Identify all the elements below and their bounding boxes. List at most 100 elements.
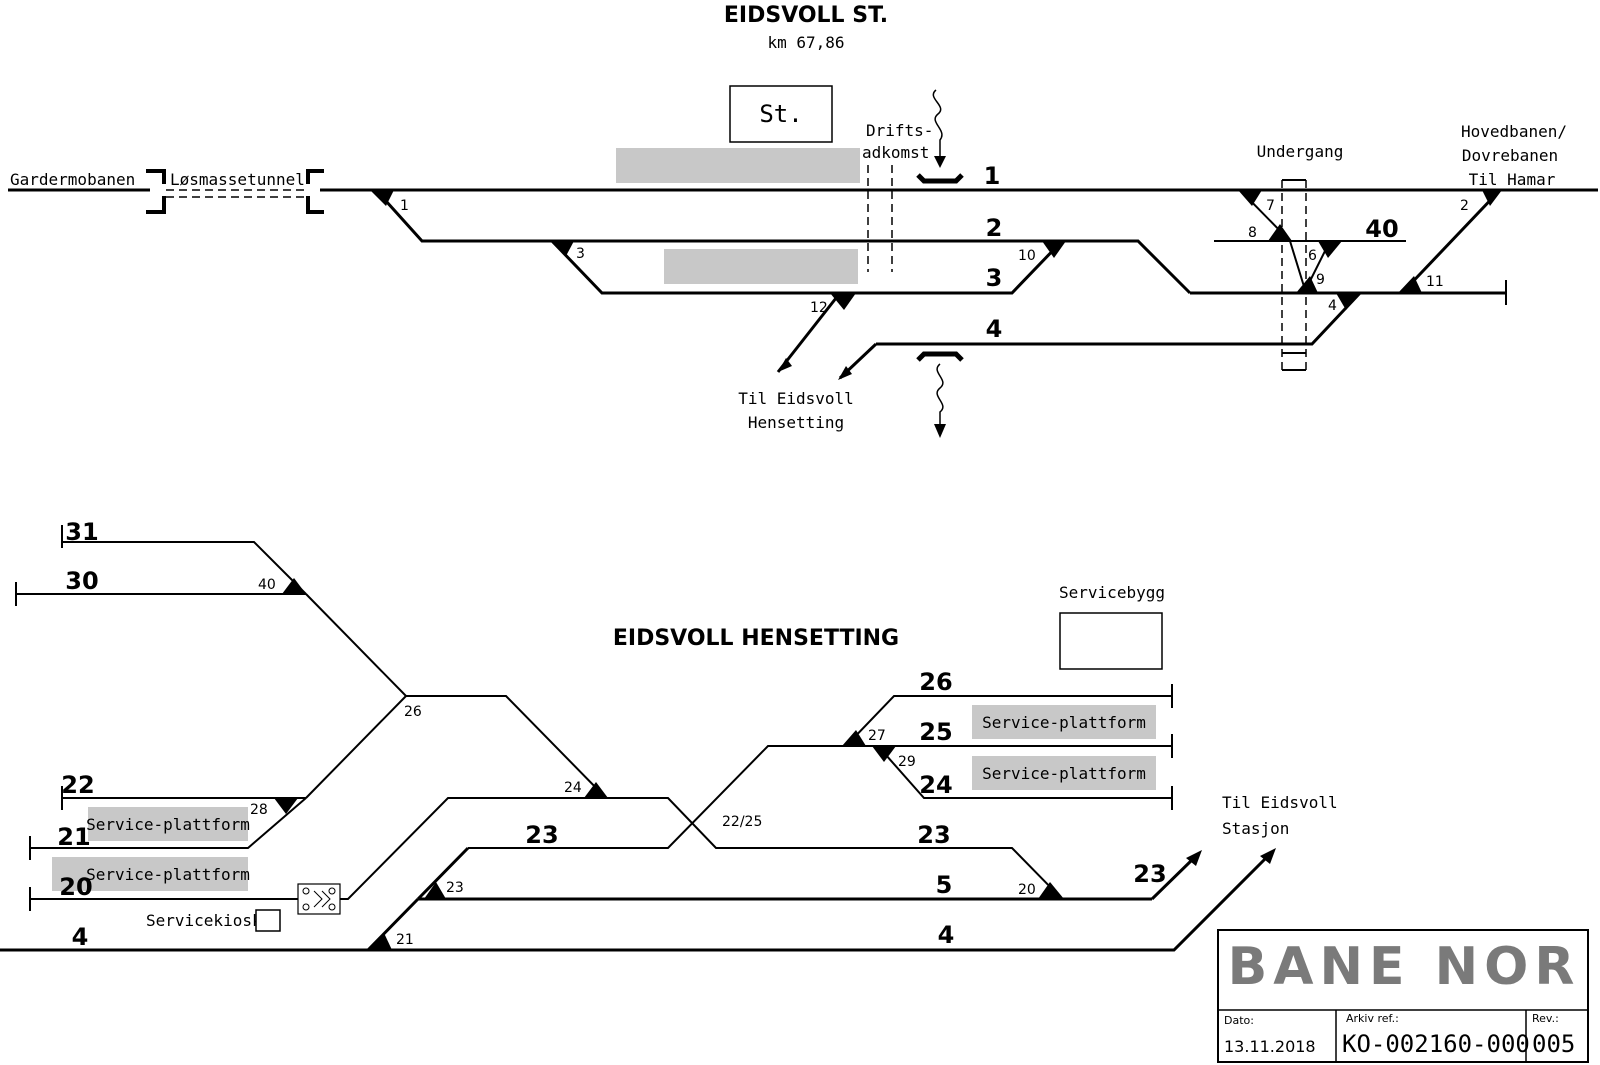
access-bridge-north (916, 173, 964, 184)
switch-12-marker (830, 293, 856, 310)
switch-21: 21 (396, 932, 414, 948)
platform-tracks-2-3 (664, 249, 858, 284)
track-no-25: 25 (919, 718, 952, 746)
access-path-north (932, 89, 943, 162)
switch-2-marker (1482, 190, 1502, 206)
archive-value: KO-002160-000 (1342, 1030, 1530, 1058)
switch-1: 1 (400, 198, 409, 214)
rev-label: Rev.: (1532, 1012, 1559, 1025)
track-21 (30, 797, 307, 849)
track-no-22: 22 (61, 771, 94, 799)
track-no-23-mid: 23 (917, 821, 950, 849)
track-26-lead (305, 695, 407, 799)
track-no-3: 3 (986, 264, 1003, 292)
track-hamar-connector (1400, 188, 1502, 295)
service-platform-label-1: Service-plattform (982, 713, 1146, 732)
track-no-4: 4 (986, 315, 1003, 343)
service-platform-25-26 (972, 705, 1156, 739)
track-no-24: 24 (919, 771, 952, 799)
track-30-lead (305, 593, 607, 799)
service-building (1059, 612, 1163, 670)
switch-4-marker (1336, 293, 1360, 310)
hamar-label: Til Hamar (1469, 170, 1556, 189)
station-km: km 67,86 (767, 33, 844, 52)
station-title: EIDSVOLL ST. (724, 3, 888, 28)
switch-22-25: 22/25 (722, 814, 762, 830)
to-depot-line-a (776, 292, 842, 373)
switch-40-marker (282, 578, 306, 594)
switch-10: 10 (1018, 248, 1036, 264)
station-section: EIDSVOLL ST. km 67,86 St. Gardermobanen … (8, 3, 1598, 438)
arrow-depot-a (778, 358, 792, 372)
switch-8-marker (1268, 224, 1292, 241)
track-24 (877, 745, 1172, 799)
arrow-23 (1186, 850, 1202, 866)
track-no-4-west: 4 (72, 923, 89, 951)
service-kiosk (255, 909, 281, 932)
track-23-link (416, 846, 470, 901)
service-platform-21-22 (88, 807, 248, 841)
to-station-label-1: Til Eidsvoll (1222, 793, 1338, 812)
track-4 (876, 291, 1362, 346)
switch-11-marker (1398, 276, 1422, 293)
station-building-label: St. (759, 100, 802, 128)
switch-10-marker (1042, 241, 1066, 258)
track-23-west (468, 745, 868, 849)
track-no-30: 30 (65, 567, 98, 595)
date-label: Dato: (1224, 1014, 1254, 1027)
track-no-40: 40 (1365, 215, 1398, 243)
switch-27: 27 (868, 728, 886, 744)
rev-value: 005 (1532, 1030, 1575, 1058)
switch-29-marker (872, 746, 896, 762)
track-no-23-west: 23 (525, 821, 558, 849)
switch-28: 28 (250, 802, 268, 818)
switch-4: 4 (1328, 298, 1337, 314)
track-20 (30, 797, 1063, 900)
access-path-south (936, 363, 944, 428)
track-no-26: 26 (919, 668, 952, 696)
service-platform-label-4: Service-plattform (86, 865, 250, 884)
service-platform-24-25 (972, 756, 1156, 790)
wash-symbol-icon (297, 883, 341, 915)
dovrebanen-label: Dovrebanen (1462, 146, 1558, 165)
switch-28-marker (274, 798, 298, 814)
track-no-4-east: 4 (938, 921, 955, 949)
switch-6-marker (1318, 241, 1342, 258)
hovedbanen-label: Hovedbanen/ (1461, 122, 1567, 141)
switch-6: 6 (1308, 248, 1317, 264)
track-no-21: 21 (57, 823, 90, 851)
switch-23-marker (424, 882, 446, 899)
switch-9-marker (1296, 276, 1318, 293)
to-depot-label-1: Til Eidsvoll (738, 389, 854, 408)
underpass-label: Undergang (1257, 142, 1344, 161)
service-building-label: Servicebygg (1059, 583, 1165, 602)
switch-1-marker (370, 190, 394, 206)
station-building (729, 85, 833, 143)
track-no-23-east: 23 (1133, 860, 1166, 888)
tunnel-label: Løsmassetunnel (170, 170, 305, 189)
arrow-4 (1260, 848, 1276, 864)
depot-section: EIDSVOLL HENSETTING Servicebygg (0, 518, 1338, 952)
to-station-label-2: Stasjon (1222, 819, 1289, 838)
archive-label: Arkiv ref.: (1346, 1012, 1399, 1025)
service-platform-label-2: Service-plattform (982, 764, 1146, 783)
switch-24: 24 (564, 780, 582, 796)
track-no-31: 31 (65, 518, 98, 546)
switch-21-marker (368, 933, 392, 950)
track-no-20: 20 (59, 873, 92, 901)
switch-27-marker (842, 730, 866, 746)
date-value: 13.11.2018 (1224, 1037, 1316, 1056)
track-no-1: 1 (984, 162, 1001, 190)
access-label-1: Drifts- (866, 121, 933, 140)
switch-7-marker (1238, 190, 1262, 206)
depot-title: EIDSVOLL HENSETTING (613, 626, 899, 651)
switch-23: 23 (446, 880, 464, 896)
gardermobanen-label: Gardermobanen (10, 170, 135, 189)
switch-20-marker (1038, 882, 1064, 899)
service-platform-20-21 (52, 857, 248, 891)
switch-12: 12 (810, 300, 828, 316)
switch-3: 3 (576, 246, 585, 262)
switch-24-marker (584, 782, 608, 798)
switch-3-marker (550, 241, 574, 256)
